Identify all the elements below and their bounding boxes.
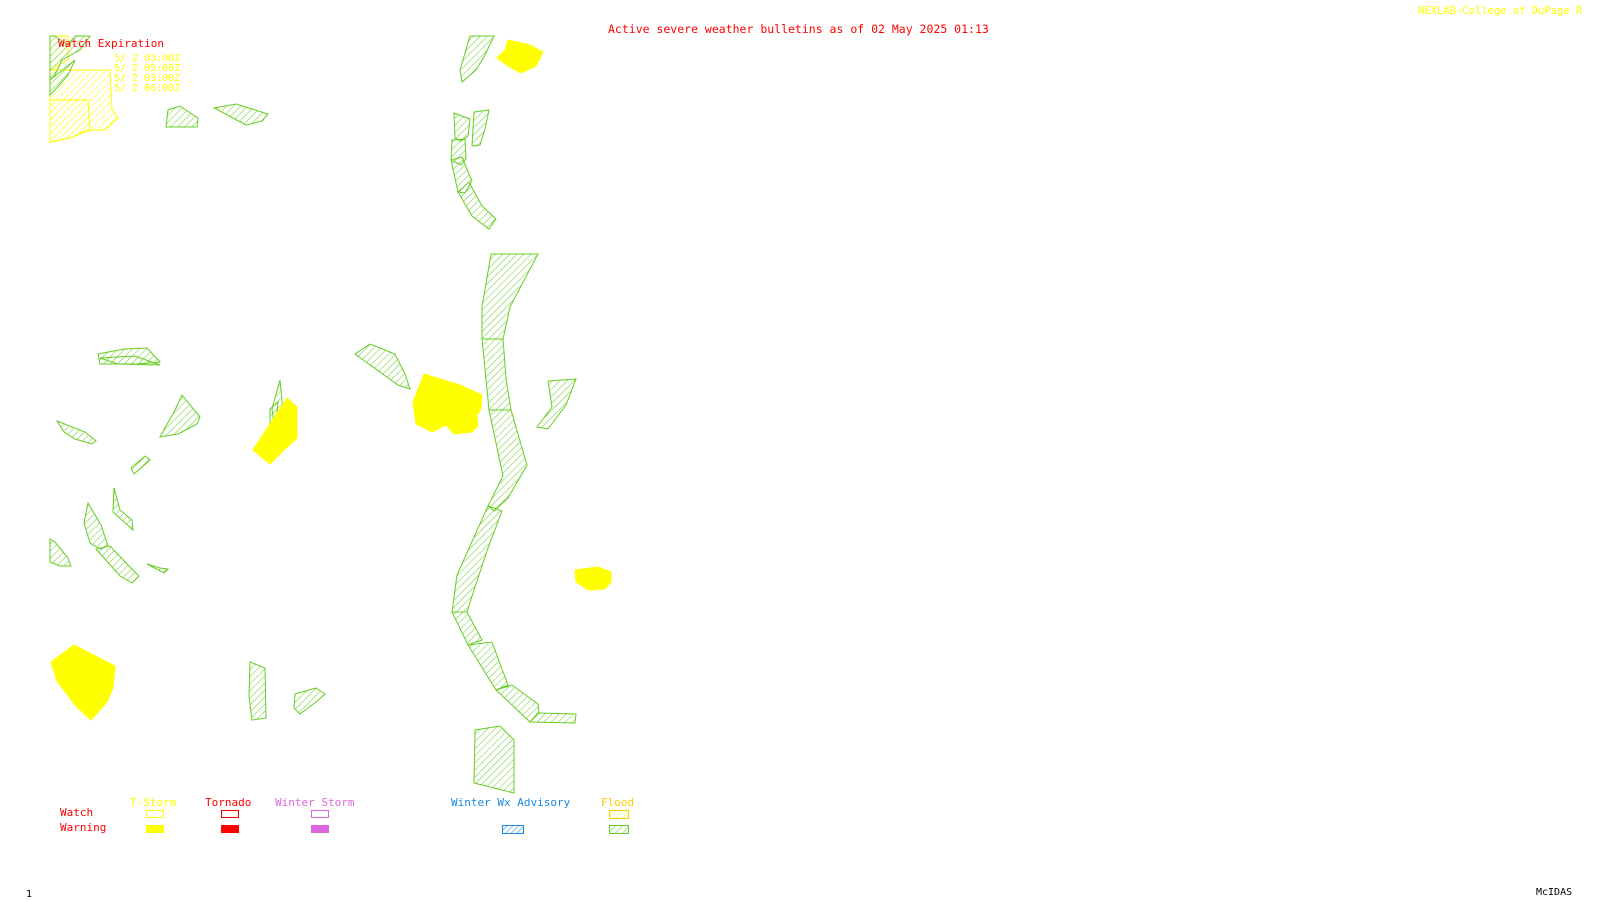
expiration-item: 5/ 2 06:00Z [114, 83, 181, 94]
frame-number: 1 [26, 889, 33, 900]
winter-wx-advisory-swatch [502, 825, 524, 834]
expiration-item: 5/ 2 03:00Z [114, 53, 181, 64]
winter-storm-warning-swatch [311, 825, 329, 833]
legend-category-tornado: Tornado [205, 796, 252, 809]
legend-category-winter-wx-advisory: Winter Wx Advisory [451, 796, 571, 809]
expiration-item: 5/ 2 05:00Z [114, 63, 181, 74]
tornado-warning-swatch [221, 825, 239, 833]
watch-expiration-title: Watch Expiration [58, 37, 164, 50]
expiration-item: 5/ 2 03:00Z [114, 73, 181, 84]
tornado-watch-swatch [221, 810, 239, 818]
legend-category-winter-storm: Winter Storm [275, 796, 355, 809]
legend-category-flood: Flood [601, 796, 635, 809]
software-label: McIDAS [1536, 887, 1573, 898]
tstorm-warning-areas [50, 39, 612, 721]
tstorm-warning-swatch [146, 825, 164, 833]
legend-category-tstorm: T-Storm [130, 796, 177, 809]
flood-watch-swatch [609, 810, 629, 819]
flood-warning-swatch [609, 825, 629, 834]
tstorm-watch-swatch [146, 810, 164, 818]
legend-row-warning: Warning [60, 821, 107, 834]
bulletin-title: Active severe weather bulletins as of 02… [608, 22, 989, 36]
flood-warning-areas [49, 35, 577, 794]
winter-storm-watch-swatch [311, 810, 329, 818]
credit-label: NEXLAB-College of DuPage R [1418, 5, 1583, 17]
legend-row-watch: Watch [60, 806, 94, 819]
